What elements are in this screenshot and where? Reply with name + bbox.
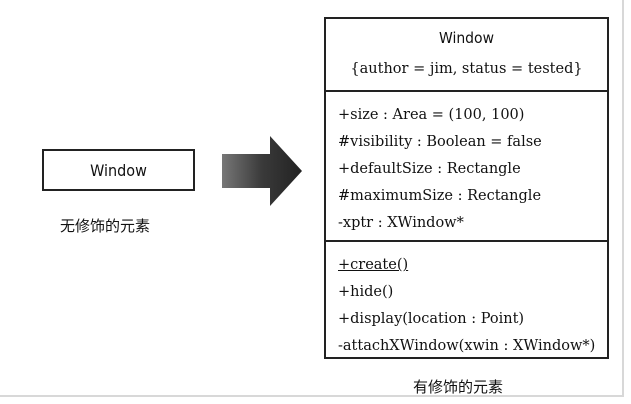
operation-item: +display(location : Point) (338, 311, 525, 327)
attribute-item: +size : Area = (100, 100) (338, 107, 525, 123)
adorned-window-class: Window {author = jim, status = tested} +… (324, 17, 609, 359)
right-arrow-icon (222, 136, 302, 206)
plain-window-class: Window (42, 149, 195, 191)
attribute-item: +defaultSize : Rectangle (338, 161, 521, 177)
operation-item-static: +create() (338, 257, 409, 273)
attribute-item: -xptr : XWindow* (338, 215, 464, 231)
plain-element-caption: 无修饰的元素 (60, 217, 151, 235)
attributes-compartment: +size : Area = (100, 100) #visibility : … (326, 92, 607, 242)
class-name-compartment: Window {author = jim, status = tested} (326, 19, 607, 92)
operation-item: +hide() (338, 284, 394, 300)
attribute-item: #visibility : Boolean = false (338, 134, 542, 150)
plain-window-name: Window (90, 160, 147, 180)
class-name: Window (439, 29, 494, 47)
image-frame (0, 0, 624, 397)
tagged-values: {author = jim, status = tested} (350, 61, 583, 77)
adorned-element-caption: 有修饰的元素 (413, 378, 504, 396)
operation-item: -attachXWindow(xwin : XWindow*) (338, 338, 596, 354)
attribute-item: #maximumSize : Rectangle (338, 188, 542, 204)
operations-compartment: +create() +hide() +display(location : Po… (326, 242, 607, 360)
